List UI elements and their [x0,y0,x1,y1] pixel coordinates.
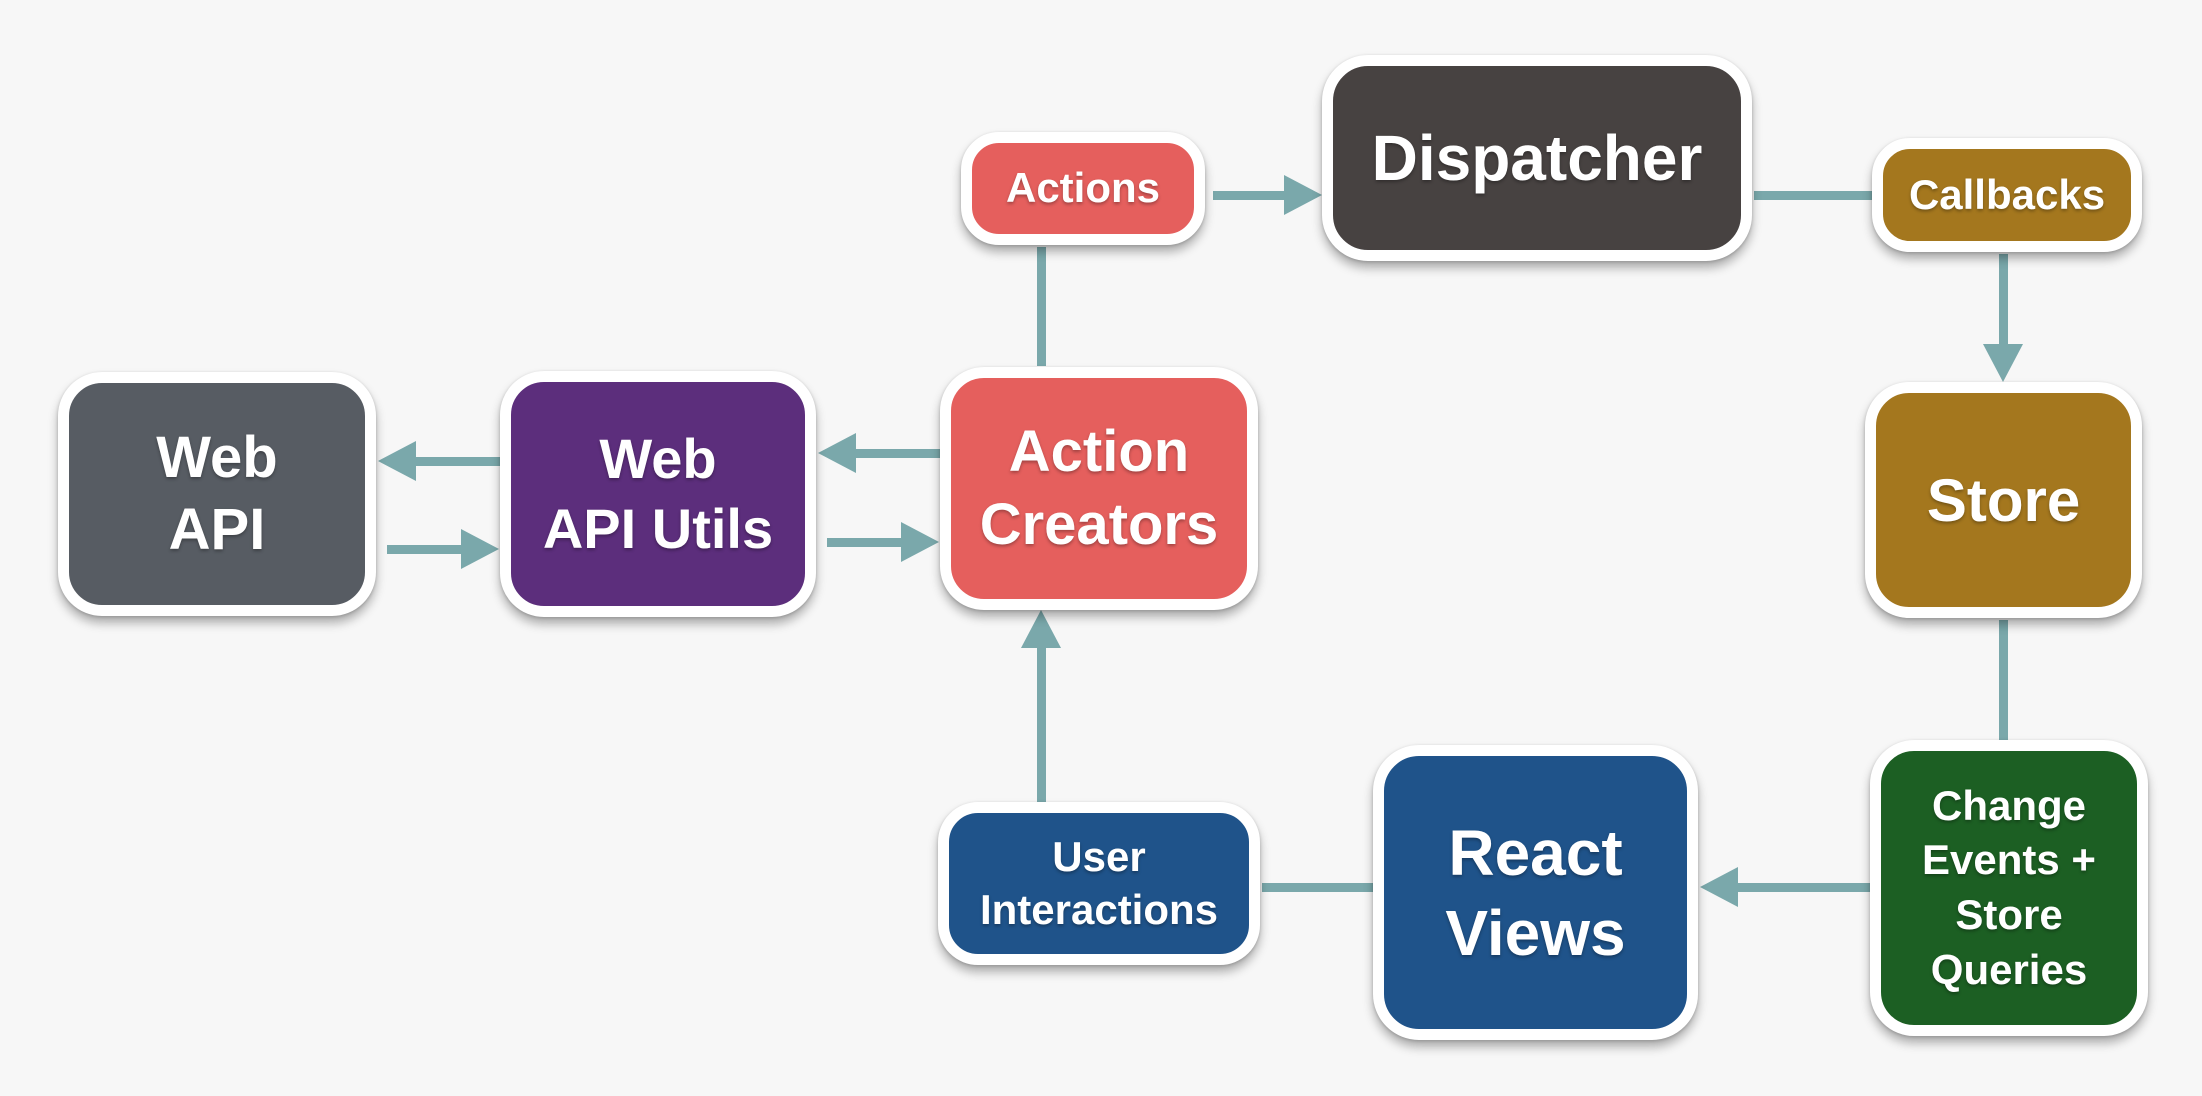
edge-line [1213,191,1288,200]
node-action-creators: Action Creators [940,367,1258,610]
arrowhead-right-icon [901,522,939,562]
node-dispatcher: Dispatcher [1322,55,1752,261]
node-web-api: Web API [58,372,376,616]
edge-line [1736,883,1870,892]
arrowhead-left-icon [818,433,856,473]
edge-line [1037,247,1046,366]
node-actions: Actions [961,132,1205,245]
node-change-events-store-queries-label: Change Events + Store Queries [1922,781,2096,993]
node-dispatcher-label: Dispatcher [1371,122,1703,194]
node-web-api-label: Web API [156,424,278,563]
node-store-label: Store [1926,466,2081,534]
node-store: Store [1865,382,2142,618]
arrowhead-down-icon [1983,344,2023,382]
node-web-api-utils: Web API Utils [500,371,816,617]
node-user-interactions: User Interactions [938,802,1260,965]
node-user-interactions-label: User Interactions [979,833,1219,933]
arrowhead-right-icon [461,529,499,569]
node-react-views-label: React Views [1445,816,1626,969]
node-action-creators-label: Action Creators [979,419,1219,557]
node-actions-label: Actions [1005,164,1160,212]
arrowhead-right-icon [1284,175,1322,215]
arrowhead-left-icon [378,441,416,481]
edge-line [414,457,501,466]
edge-line [1999,620,2008,740]
edge-line [1262,883,1374,892]
edge-line [1754,191,1872,200]
edge-line [1037,646,1046,802]
node-change-events-store-queries: Change Events + Store Queries [1870,740,2148,1036]
edge-line [827,538,903,547]
node-callbacks-label: Callbacks [1908,170,2106,218]
edge-line [1999,254,2008,348]
arrowhead-up-icon [1021,610,1061,648]
node-callbacks: Callbacks [1872,138,2142,252]
edge-line [854,449,941,458]
node-web-api-utils-label: Web API Utils [542,427,774,560]
arrowhead-left-icon [1700,867,1738,907]
edge-line [387,545,463,554]
node-react-views: React Views [1373,745,1698,1040]
